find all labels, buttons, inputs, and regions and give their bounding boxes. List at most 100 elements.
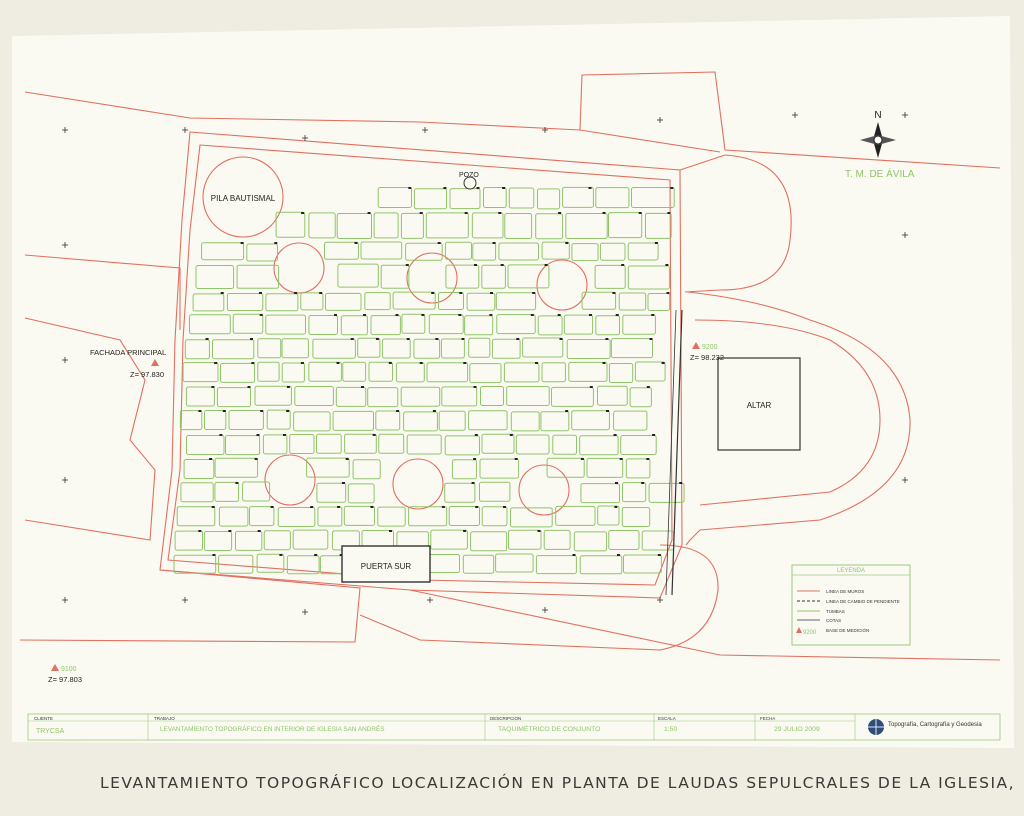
- tomb-slab: [441, 386, 478, 407]
- tomb-slab: [308, 361, 342, 382]
- slope-change-line: [671, 309, 683, 596]
- tomb-slab: [510, 507, 553, 528]
- slope-change-line-2: [665, 309, 677, 596]
- level-mark: [219, 434, 223, 436]
- tomb-slab: [403, 411, 438, 432]
- tomb-slab: [581, 291, 617, 310]
- tomb-slab: [335, 386, 367, 407]
- level-mark: [473, 386, 477, 388]
- level-mark: [198, 410, 202, 412]
- tomb-slab: [401, 313, 426, 334]
- level-mark: [342, 482, 345, 484]
- level-mark: [301, 212, 305, 214]
- tomb-slab: [337, 263, 379, 288]
- tomb-slab: [357, 337, 381, 358]
- south-chapel: [359, 544, 719, 651]
- legend-label-tombs: TUMBAS: [826, 609, 845, 614]
- survey-point-marker-9200: [692, 342, 700, 349]
- level-mark: [461, 338, 465, 340]
- level-mark: [641, 482, 645, 484]
- tomb-slab: [565, 213, 608, 239]
- pillar-5: [392, 458, 444, 510]
- level-mark: [314, 554, 318, 556]
- tomb-slab: [555, 505, 596, 526]
- tomb-slab: [627, 242, 659, 261]
- level-mark: [490, 292, 493, 294]
- tomb-slab: [573, 531, 608, 552]
- level-mark: [665, 264, 669, 266]
- tomb-slab: [481, 264, 506, 289]
- level-mark: [441, 506, 445, 508]
- level-mark: [367, 212, 371, 214]
- level-mark: [614, 506, 618, 508]
- level-mark: [257, 530, 261, 532]
- tomb-slab: [535, 213, 564, 240]
- tomb-slab: [426, 362, 469, 383]
- level-mark: [619, 458, 623, 460]
- level-mark: [350, 338, 354, 340]
- level-mark: [260, 410, 264, 412]
- tomb-slab: [472, 242, 497, 261]
- level-mark: [615, 482, 618, 484]
- level-mark: [646, 458, 650, 460]
- level-mark: [247, 386, 251, 388]
- level-mark: [606, 410, 609, 412]
- tomb-slab: [537, 188, 561, 210]
- tomb-slab: [373, 212, 399, 239]
- survey-point-id-9100: 9100: [61, 666, 77, 673]
- level-mark: [458, 314, 462, 316]
- level-mark: [205, 338, 209, 340]
- legend-title: LEYENDA: [837, 568, 865, 574]
- tomb-slab: [481, 506, 508, 527]
- tomb-slab: [495, 292, 537, 311]
- tomb-slab: [336, 213, 373, 239]
- level-mark: [530, 314, 534, 316]
- south-east-line: [409, 589, 1001, 661]
- level-mark: [361, 386, 364, 388]
- level-mark: [354, 242, 358, 244]
- tomb-slab: [623, 554, 662, 574]
- level-mark: [565, 242, 569, 244]
- tomb-slab: [316, 482, 347, 503]
- legend-label-levels: COTAS: [826, 618, 841, 623]
- scale-label: ESCALA: [658, 716, 676, 721]
- tomb-slab: [627, 265, 670, 290]
- tomb-slab: [226, 293, 264, 311]
- tomb-slab: [381, 338, 411, 359]
- level-mark: [214, 362, 218, 364]
- tomb-slab: [400, 212, 424, 239]
- tomb-slab: [449, 188, 481, 210]
- level-mark: [375, 338, 379, 340]
- level-mark: [395, 314, 399, 316]
- tomb-slab: [214, 457, 259, 478]
- level-mark: [612, 292, 616, 294]
- level-mark: [471, 482, 475, 484]
- tomb-slab: [483, 187, 507, 208]
- street-line-east: [724, 149, 1001, 169]
- description-label: DESCRIPCION: [490, 716, 521, 721]
- level-mark: [537, 530, 541, 532]
- level-mark: [336, 362, 340, 364]
- tomb-slab: [325, 292, 362, 311]
- tomb-slab: [648, 482, 685, 503]
- level-mark: [419, 212, 423, 214]
- tomb-slab: [292, 529, 329, 550]
- altar-box: [717, 357, 801, 451]
- tomb-slab: [610, 338, 654, 359]
- tomb-slab: [265, 293, 299, 312]
- tomb-slab: [263, 530, 291, 551]
- main-facade-label: FACHADA PRINCIPAL: [90, 348, 166, 357]
- level-mark: [209, 458, 213, 460]
- level-mark: [372, 434, 376, 436]
- tomb-slab: [546, 457, 585, 478]
- level-mark: [463, 362, 467, 364]
- level-mark: [509, 434, 513, 436]
- survey-point-elevation-9200: Z= 98.232: [690, 353, 724, 362]
- tomb-slab: [344, 433, 377, 454]
- tomb-slab: [469, 363, 502, 384]
- level-mark: [646, 386, 650, 388]
- level-mark: [408, 187, 412, 189]
- level-mark: [459, 292, 463, 294]
- tomb-slab: [595, 315, 620, 336]
- tomb-slab: [444, 435, 481, 456]
